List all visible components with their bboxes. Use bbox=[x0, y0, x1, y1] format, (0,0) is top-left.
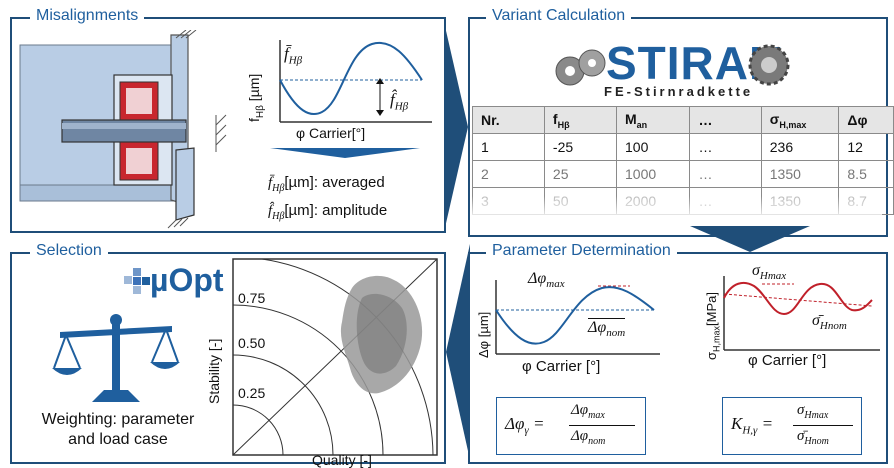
table-row: 1 -25 100 … 236 12 bbox=[473, 134, 894, 161]
misalignment-chart bbox=[272, 22, 442, 142]
misalign-amp-label: f̂Hβ bbox=[390, 90, 408, 112]
balance-scale-icon bbox=[50, 312, 180, 402]
header-cell: … bbox=[690, 107, 761, 134]
quality-axis-label: Quality [-] bbox=[312, 452, 372, 468]
right-max-label: σHmax bbox=[752, 262, 786, 282]
variant-table-header: Nr. fHβ Man … σH,max Δφ bbox=[473, 107, 894, 134]
table-row: 2 25 1000 … 1350 8.5 bbox=[473, 161, 894, 188]
right-ylabel: σH,max[MPa] bbox=[704, 292, 722, 360]
flow-arrow-left-icon bbox=[446, 244, 470, 460]
misalign-xlabel: φ Carrier[°] bbox=[296, 125, 365, 141]
panel-title-misalignments: Misalignments bbox=[30, 7, 144, 25]
uopt-logo: µOpt bbox=[150, 262, 224, 299]
delta-phi-chart bbox=[494, 276, 662, 358]
header-cell: Man bbox=[617, 107, 690, 134]
misalign-avg-label: f̄Hβ bbox=[284, 44, 302, 66]
tick-label-075: 0.75 bbox=[238, 290, 265, 306]
tick-label-050: 0.50 bbox=[238, 335, 265, 351]
sigma-chart bbox=[722, 272, 882, 354]
quality-stability-chart bbox=[232, 258, 438, 456]
panel-title-variant: Variant Calculation bbox=[486, 7, 631, 25]
header-cell: Nr. bbox=[473, 107, 545, 134]
formula-delta-phi: Δφγ = Δφmax Δφnom bbox=[496, 397, 646, 455]
bearing-drawing bbox=[16, 30, 236, 230]
uopt-logo-icon bbox=[124, 266, 152, 294]
gear-icon-right bbox=[746, 42, 792, 88]
stirak-subtitle: FE-Stirnradkette bbox=[604, 84, 753, 99]
left-max-label: Δφmax bbox=[528, 270, 565, 290]
panel-title-selection: Selection bbox=[30, 242, 108, 260]
header-cell: fHβ bbox=[544, 107, 616, 134]
gear-icon bbox=[554, 45, 608, 89]
left-ylabel: Δφ [µm] bbox=[476, 312, 491, 358]
misalign-ylabel: fHβ [µm] bbox=[246, 74, 266, 122]
table-fade-overlay bbox=[472, 196, 882, 220]
flow-arrow-right-icon bbox=[444, 22, 468, 232]
left-xlabel: φ Carrier [°] bbox=[522, 358, 600, 375]
right-nom-label: σ̄Hnom bbox=[812, 312, 847, 332]
misalign-legend-avg: f̄Hβ[µm]: averaged bbox=[268, 174, 385, 194]
panel-title-parameter: Parameter Determination bbox=[486, 242, 677, 260]
header-cell: Δφ bbox=[839, 107, 894, 134]
misalign-arrow-icon bbox=[270, 146, 420, 160]
misalign-legend-amp: f̂Hβ[µm]: amplitude bbox=[268, 202, 387, 222]
formula-k-h-gamma: KH,γ = σHmax σ̄Hnom bbox=[722, 397, 862, 455]
right-xlabel: φ Carrier [°] bbox=[748, 352, 826, 369]
header-cell: σH,max bbox=[761, 107, 839, 134]
left-nom-label: Δφnom bbox=[588, 318, 625, 339]
stability-axis-label: Stability [-] bbox=[206, 339, 222, 404]
weighting-text: Weighting: parameter and load case bbox=[28, 410, 208, 450]
tick-label-025: 0.25 bbox=[238, 385, 265, 401]
